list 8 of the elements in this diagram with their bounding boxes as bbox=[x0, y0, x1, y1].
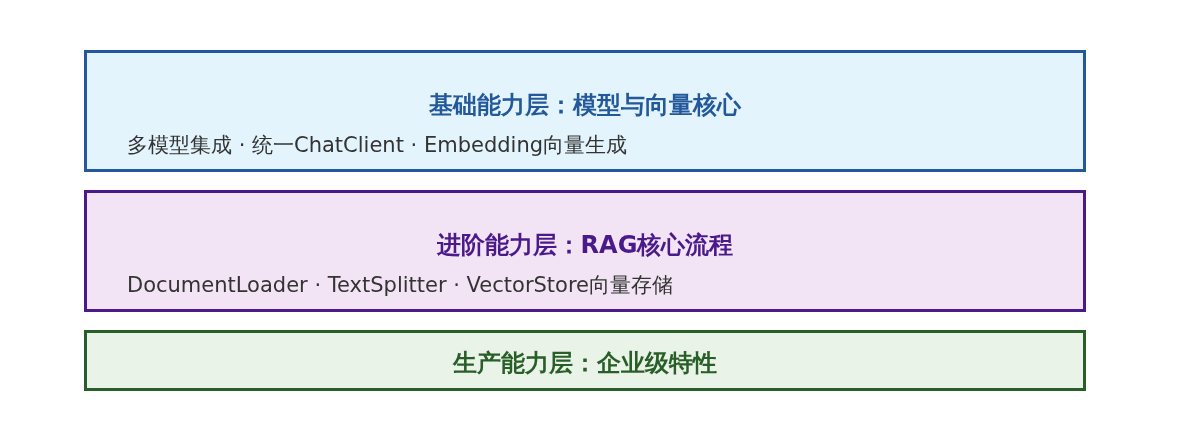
layer-description: DocumentLoader · TextSplitter · VectorStore向量存储 bbox=[127, 272, 674, 299]
layer-title: 生产能力层：企业级特性 bbox=[451, 348, 718, 379]
layer-title: 基础能力层：模型与向量核心 bbox=[428, 90, 742, 121]
layer-box bbox=[84, 330, 1086, 391]
layer-box bbox=[84, 50, 1086, 172]
layer-description: 多模型集成 · 统一ChatClient · Embedding向量生成 bbox=[127, 132, 628, 159]
layer-box bbox=[84, 190, 1086, 312]
layer-title: 进阶能力层：RAG核心流程 bbox=[435, 230, 735, 261]
